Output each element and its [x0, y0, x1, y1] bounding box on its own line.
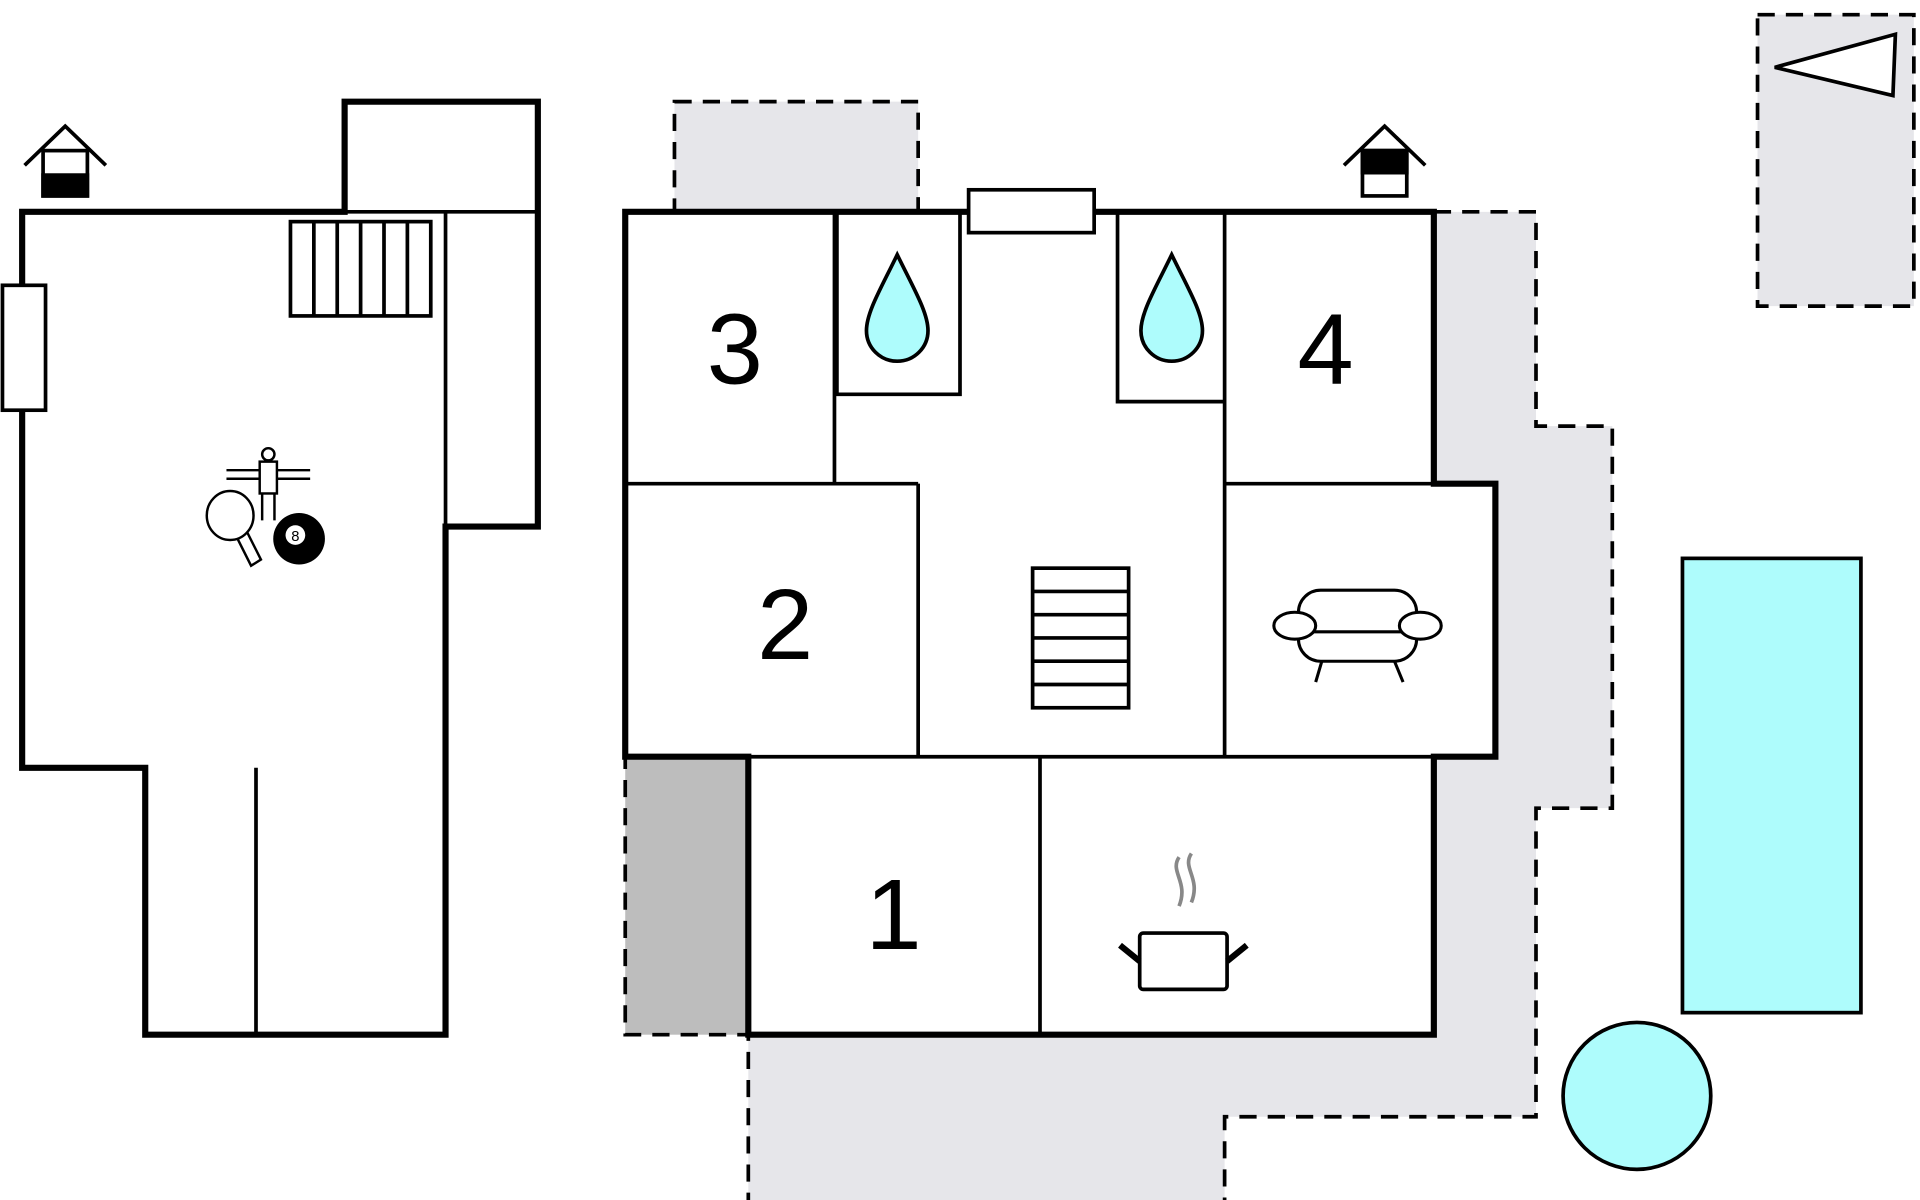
billiard-ball-number: 8: [291, 529, 299, 545]
compass-north-icon: [1774, 31, 1898, 98]
room-label-4: 4: [1297, 293, 1353, 405]
terrace-top: [672, 99, 921, 214]
table-football-icon: [226, 446, 311, 521]
annex-interior-walls: [254, 210, 538, 1035]
house-entrance-icon: [1342, 123, 1427, 198]
table-tennis-icon: [205, 489, 263, 568]
water-drop-icon: [864, 250, 930, 363]
pool: [1680, 556, 1863, 1015]
billiard-ball-icon: 8: [273, 513, 325, 565]
annex-outline: [19, 98, 541, 1038]
interior-walls: [625, 211, 1434, 1035]
house-entrance-icon: [23, 123, 108, 198]
sofa-icon: [1272, 588, 1443, 683]
carport: [623, 754, 751, 1037]
room-label-2: 2: [757, 569, 813, 681]
main-window: [966, 187, 1096, 235]
water-drop-icon: [1139, 250, 1205, 363]
hot-tub: [1561, 1020, 1713, 1172]
stairs-icon: [1030, 566, 1131, 710]
cooking-pot-icon: [1118, 852, 1249, 992]
room-label-1: 1: [865, 859, 921, 971]
room-label-3: 3: [707, 293, 763, 405]
stairs-icon: [288, 219, 433, 318]
annex-window: [0, 283, 48, 413]
